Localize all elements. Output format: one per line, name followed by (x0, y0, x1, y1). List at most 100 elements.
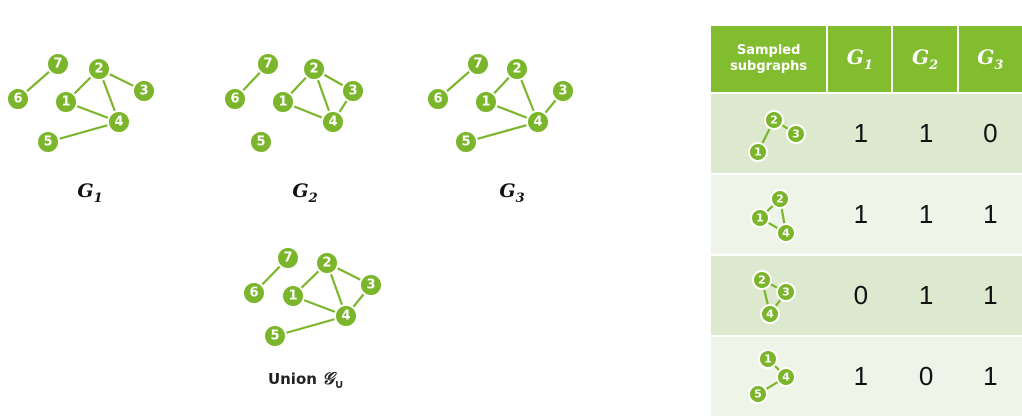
svg-text:1: 1 (278, 95, 287, 110)
svg-text:1: 1 (481, 95, 490, 110)
svg-text:5: 5 (256, 135, 265, 150)
value-cell: 1 (893, 254, 959, 335)
subgraph-cell: 2 1 4 (711, 173, 829, 254)
svg-text:3: 3 (558, 84, 567, 99)
svg-text:4: 4 (782, 370, 790, 383)
node-4: 4 (526, 110, 550, 134)
svg-text:7: 7 (473, 57, 482, 72)
svg-text:2: 2 (770, 113, 778, 126)
node-5: 5 (263, 324, 287, 348)
header-g1: G1 (828, 26, 894, 92)
node-4: 4 (321, 110, 345, 134)
graph-g3: 7 6 2 3 1 4 5 (426, 52, 575, 154)
node-7: 7 (466, 52, 490, 76)
svg-text:3: 3 (366, 278, 375, 293)
value-cell: 0 (828, 254, 894, 335)
node-3: 3 (341, 79, 365, 103)
header-g2: G2 (893, 26, 959, 92)
value-cell: 1 (958, 335, 1022, 416)
svg-text:1: 1 (288, 289, 297, 304)
svg-text:7: 7 (263, 57, 272, 72)
node-6: 6 (6, 87, 30, 111)
svg-text:6: 6 (230, 92, 239, 107)
svg-text:4: 4 (782, 226, 790, 239)
node-4: 4 (334, 304, 358, 328)
svg-text:1: 1 (756, 211, 764, 224)
subgraph-cell: 1 4 5 (711, 335, 829, 416)
subgraph-cell: 2 3 4 (711, 254, 829, 335)
node-1: 1 (281, 284, 305, 308)
svg-text:5: 5 (461, 135, 470, 150)
node-7: 7 (256, 52, 280, 76)
svg-text:6: 6 (433, 92, 442, 107)
svg-text:7: 7 (283, 251, 292, 266)
svg-text:1: 1 (754, 145, 762, 158)
node-3: 3 (359, 273, 383, 297)
svg-text:4: 4 (766, 307, 774, 320)
node-2: 2 (505, 57, 529, 81)
node-1: 1 (54, 90, 78, 114)
svg-text:1: 1 (764, 352, 772, 365)
svg-text:6: 6 (249, 286, 258, 301)
node-2: 2 (87, 57, 111, 81)
node-5: 5 (249, 130, 273, 154)
node-1: 1 (474, 90, 498, 114)
subgraph-2-3-4: 2 3 4 (751, 269, 796, 324)
header-g3: G3 (958, 26, 1022, 92)
subgraph-1-2-4: 2 1 4 (749, 188, 796, 243)
graph-label-g1: G1 (77, 180, 102, 206)
subgraph-cell: 2 3 1 (711, 92, 829, 173)
svg-text:2: 2 (94, 62, 103, 77)
node-2: 2 (302, 57, 326, 81)
table-row: 2 1 4 1 1 1 (711, 173, 1022, 254)
value-cell: 0 (958, 92, 1022, 173)
value-cell: 1 (828, 335, 894, 416)
node-1: 1 (271, 90, 295, 114)
svg-text:2: 2 (309, 62, 318, 77)
node-4: 4 (107, 110, 131, 134)
graph-g2: 7 6 2 3 1 4 5 (223, 52, 365, 154)
svg-text:5: 5 (754, 387, 762, 400)
node-3: 3 (551, 79, 575, 103)
subgraph-1-2-3: 2 3 1 (747, 109, 806, 162)
graph-label-g2: G2 (292, 180, 317, 206)
value-cell: 1 (828, 173, 894, 254)
value-cell: 1 (958, 254, 1022, 335)
svg-text:2: 2 (512, 62, 521, 77)
svg-text:4: 4 (328, 115, 337, 130)
node-6: 6 (223, 87, 247, 111)
node-7: 7 (276, 246, 300, 270)
graph-g1: 7 6 2 3 1 4 5 (6, 52, 156, 154)
subgraph-1-4-5: 1 4 5 (747, 348, 796, 404)
svg-text:2: 2 (322, 256, 331, 271)
union-label: Union 𝒢∪ (268, 369, 344, 391)
node-6: 6 (242, 281, 266, 305)
svg-text:3: 3 (139, 84, 148, 99)
node-7: 7 (46, 52, 70, 76)
svg-text:2: 2 (758, 273, 766, 286)
svg-text:3: 3 (348, 84, 357, 99)
value-cell: 0 (893, 335, 959, 416)
value-cell: 1 (893, 173, 959, 254)
svg-text:4: 4 (533, 115, 542, 130)
svg-text:5: 5 (43, 135, 52, 150)
node-5: 5 (454, 130, 478, 154)
node-5: 5 (36, 130, 60, 154)
node-6: 6 (426, 87, 450, 111)
svg-text:2: 2 (776, 192, 784, 205)
value-cell: 1 (958, 173, 1022, 254)
value-cell: 1 (893, 92, 959, 173)
svg-text:6: 6 (13, 92, 22, 107)
table-row: 2 3 1 1 1 0 (711, 92, 1022, 173)
node-2: 2 (315, 251, 339, 275)
svg-text:7: 7 (53, 57, 62, 72)
graph-label-g3: G3 (499, 180, 524, 206)
node-3: 3 (132, 79, 156, 103)
value-cell: 1 (828, 92, 894, 173)
table-row: 2 3 4 0 1 1 (711, 254, 1022, 335)
graph-union: 7 6 2 3 1 4 5 (242, 246, 383, 348)
